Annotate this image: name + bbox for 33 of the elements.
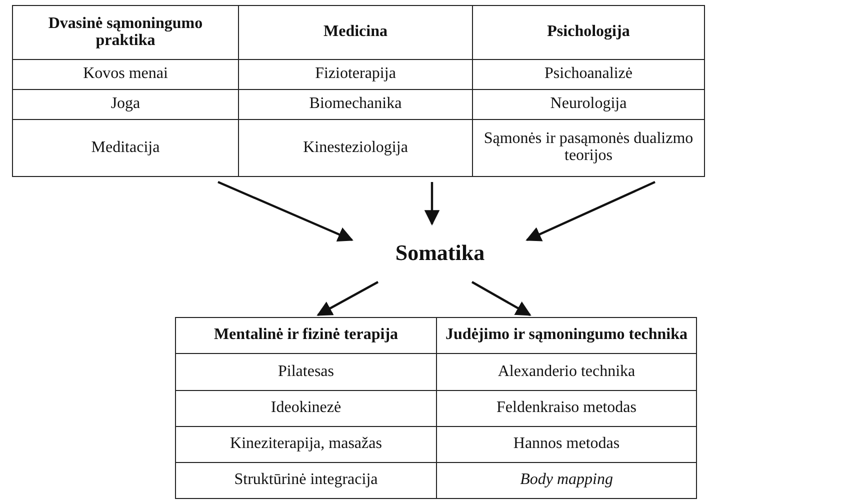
arrow [424, 182, 440, 226]
table-cell: Feldenkraiso metodas [437, 390, 696, 426]
table-cell: Psichoanalizė [473, 59, 704, 89]
table-cell: Struktūrinė integracija [176, 462, 436, 498]
column-header: Psichologija [546, 22, 631, 42]
table-cell: Ideokinezė [176, 390, 436, 426]
table-cell: Body mapping [437, 462, 696, 498]
column-header: Dvasinė sąmoningumo praktika [47, 14, 204, 50]
arrow [218, 181, 354, 242]
table-column [472, 5, 705, 177]
arrow [316, 281, 379, 316]
table-cell: Fizioterapija [239, 59, 472, 89]
table-column [436, 317, 697, 499]
arrow [471, 281, 532, 316]
table-column [12, 5, 239, 177]
table-cell: Hannos metodas [437, 426, 696, 462]
column-header: Mentalinė ir fizinė terapija [212, 325, 400, 346]
table-cell: Meditacija [13, 119, 238, 176]
column-header: Medicina [322, 22, 388, 42]
table-cell: Kovos menai [13, 59, 238, 89]
table-cell: Biomechanika [239, 89, 472, 119]
table-cell: Sąmonės ir pasąmonės dualizmo teorijos [473, 119, 704, 176]
table-cell: Joga [13, 89, 238, 119]
table-column [175, 317, 437, 499]
table-cell: Neurologija [473, 89, 704, 119]
column-header: Judėjimo ir sąmoningumo technika [444, 325, 688, 346]
table-column [238, 5, 473, 177]
table-cell: Kinesteziologija [239, 119, 472, 176]
table-cell: Alexanderio technika [437, 353, 696, 390]
arrow [526, 181, 656, 242]
table-cell: Pilatesas [176, 353, 436, 390]
table-cell: Kineziterapija, masažas [176, 426, 436, 462]
central-concept: Somatika [395, 240, 485, 266]
